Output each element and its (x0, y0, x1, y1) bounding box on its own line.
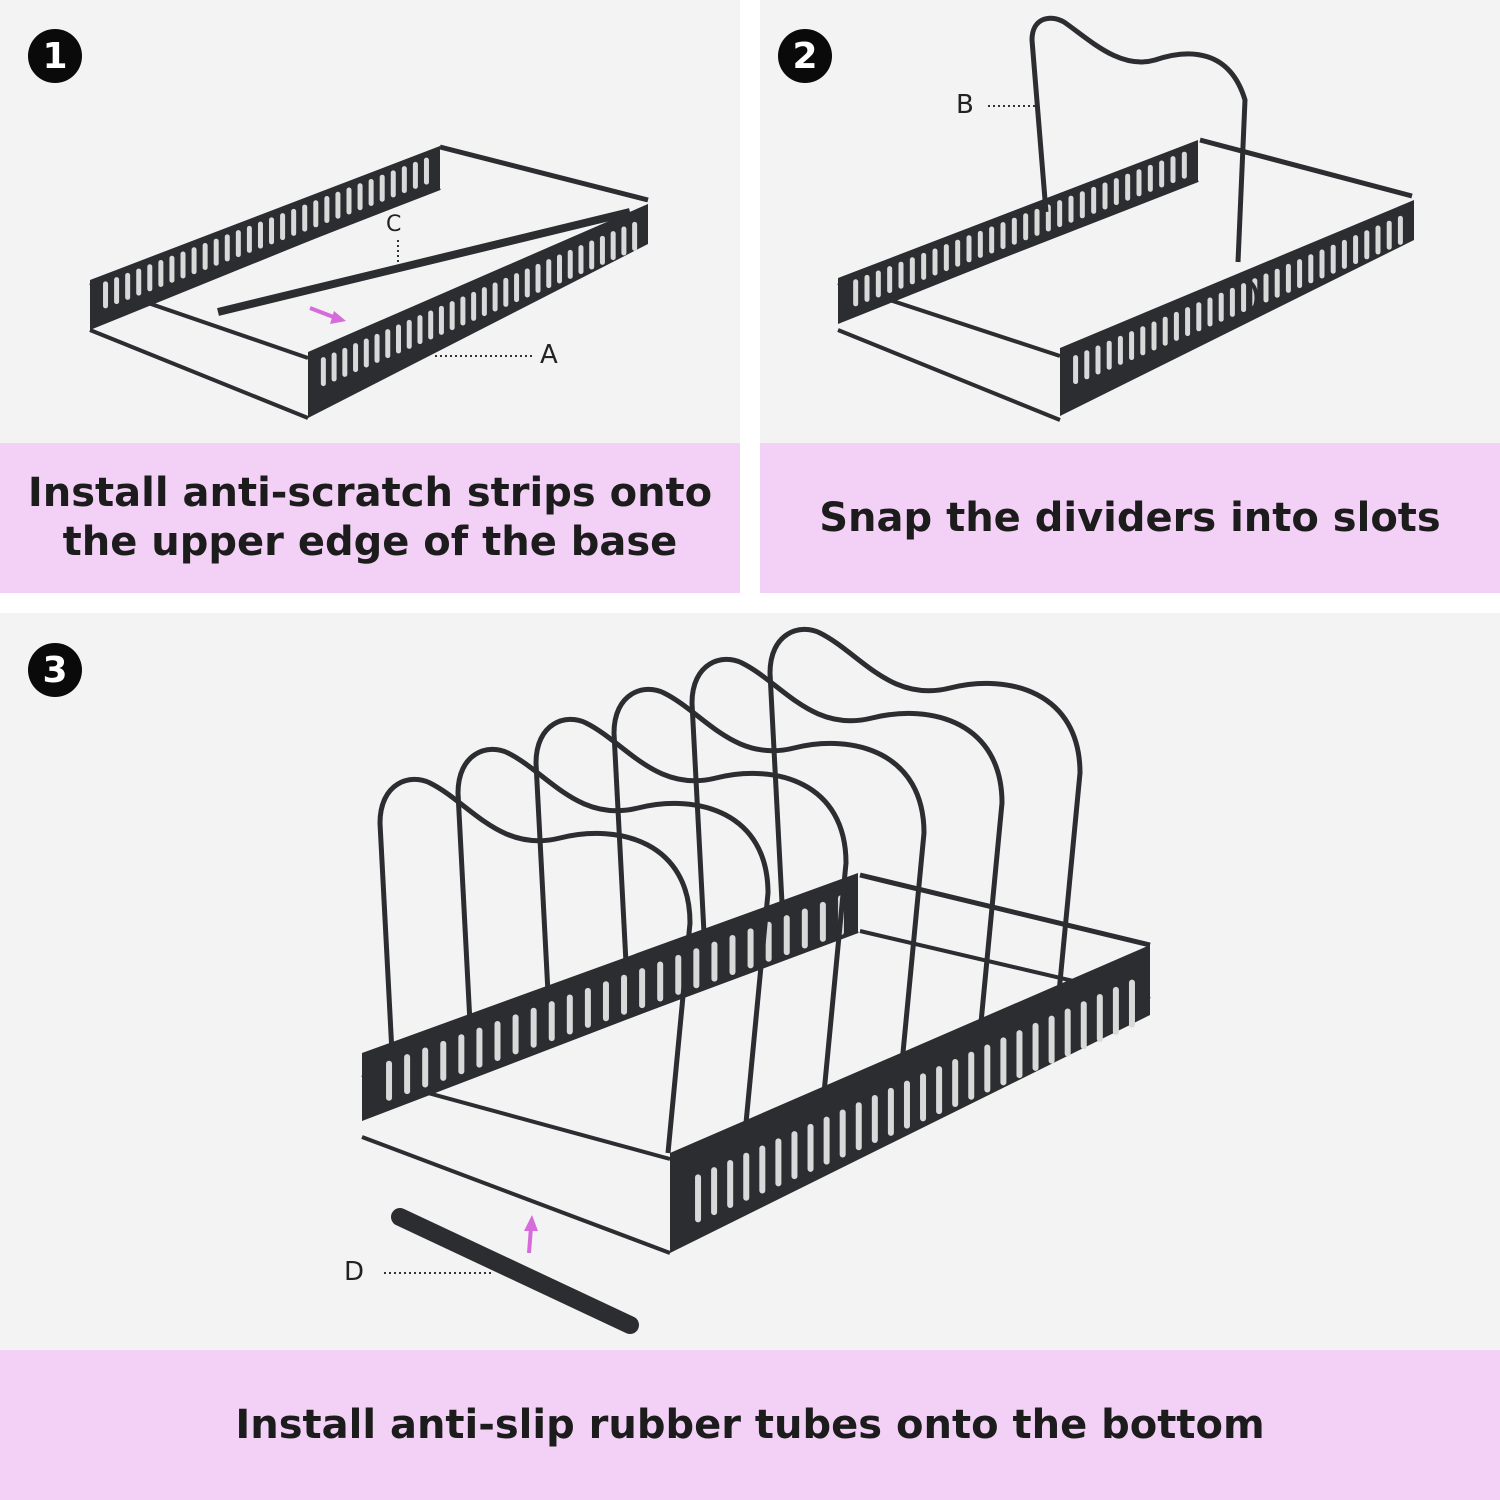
label-c: C (386, 212, 402, 237)
step-3-panel: 3 D (0, 613, 1500, 1350)
step-1-caption-line-1: Install anti-scratch strips onto (27, 470, 713, 516)
step-3-assembled-rack-illustration (361, 626, 1151, 1334)
step-1-badge: 1 (28, 29, 82, 83)
label-d: D (344, 1257, 365, 1287)
step-2-rack-divider-illustration (837, 15, 1414, 422)
step-1-rack-base-illustration (89, 144, 649, 420)
step-2-caption: Snap the dividers into slots (760, 443, 1500, 593)
step-3-badge: 3 (28, 643, 82, 697)
step-1-panel: 1 C A (0, 0, 740, 443)
step-3-caption-line-1: Install anti-slip rubber tubes onto the … (235, 1402, 1265, 1448)
step-3-caption: Install anti-slip rubber tubes onto the … (0, 1350, 1500, 1500)
label-b: B (956, 90, 974, 120)
step-2-caption-line-1: Snap the dividers into slots (819, 495, 1441, 541)
step-2-panel: 2 B (760, 0, 1500, 443)
step-2-badge: 2 (778, 29, 832, 83)
label-a: A (540, 340, 558, 370)
step-1-caption-line-2: the upper edge of the base (62, 519, 678, 565)
step-1-caption: Install anti-scratch strips onto the upp… (0, 443, 740, 593)
